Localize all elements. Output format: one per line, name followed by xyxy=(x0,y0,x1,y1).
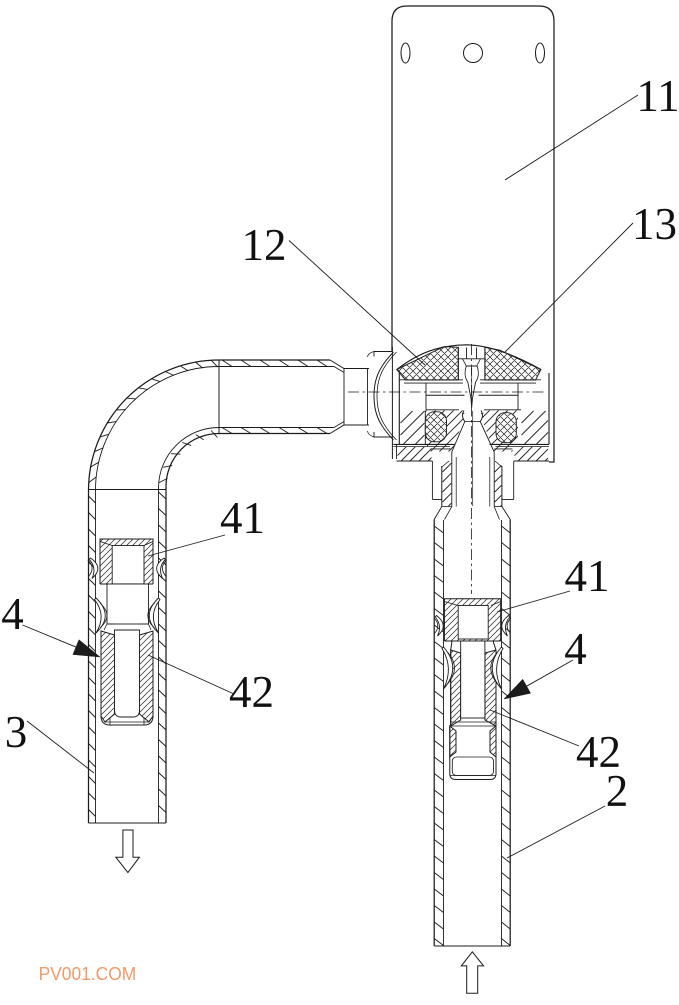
svg-text:12: 12 xyxy=(242,220,287,270)
svg-text:41: 41 xyxy=(220,493,265,543)
svg-text:41: 41 xyxy=(565,551,610,601)
svg-text:4: 4 xyxy=(564,624,587,674)
svg-text:11: 11 xyxy=(636,71,679,121)
svg-text:13: 13 xyxy=(632,199,677,249)
svg-text:3: 3 xyxy=(5,707,28,757)
svg-text:PV001.COM: PV001.COM xyxy=(39,963,137,984)
svg-text:2: 2 xyxy=(606,766,629,816)
svg-text:4: 4 xyxy=(1,589,24,639)
svg-text:42: 42 xyxy=(229,667,274,717)
